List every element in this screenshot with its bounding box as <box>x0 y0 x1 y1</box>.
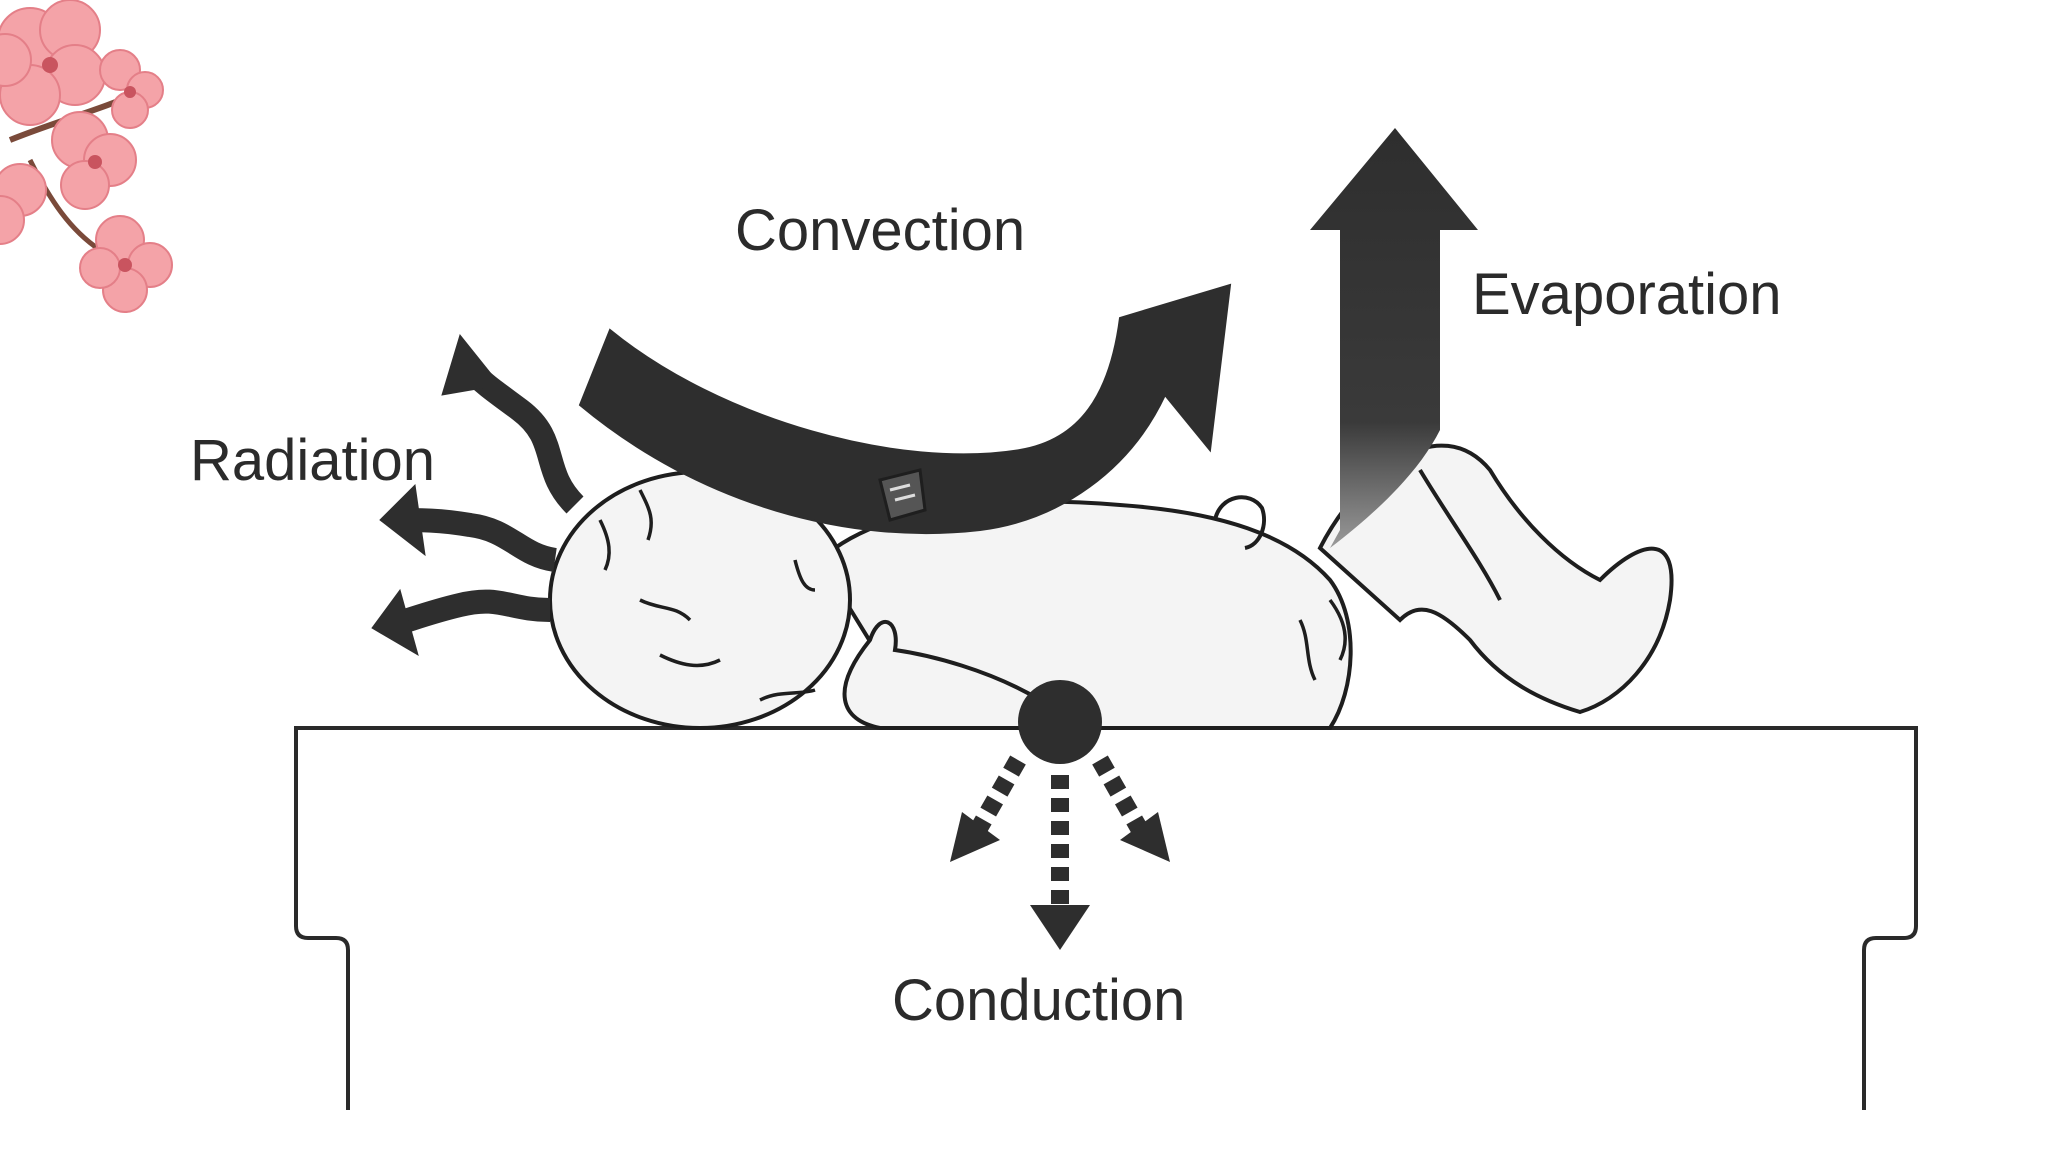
convection-arrow <box>578 283 1232 535</box>
conduction-arrows <box>950 680 1170 950</box>
infant-face-details <box>598 489 1347 702</box>
conduction-label: Conduction <box>892 968 1186 1033</box>
radiation-label: Radiation <box>190 428 436 493</box>
infant-figure <box>548 443 1674 731</box>
evaporation-arrow <box>1310 128 1478 548</box>
contact-point <box>1018 680 1102 764</box>
radiation-arrows <box>371 333 584 657</box>
evaporation-label: Evaporation <box>1472 262 1782 327</box>
infant-hair <box>878 468 927 522</box>
cherry-blossom-icon <box>0 0 173 313</box>
convection-label: Convection <box>735 198 1026 263</box>
